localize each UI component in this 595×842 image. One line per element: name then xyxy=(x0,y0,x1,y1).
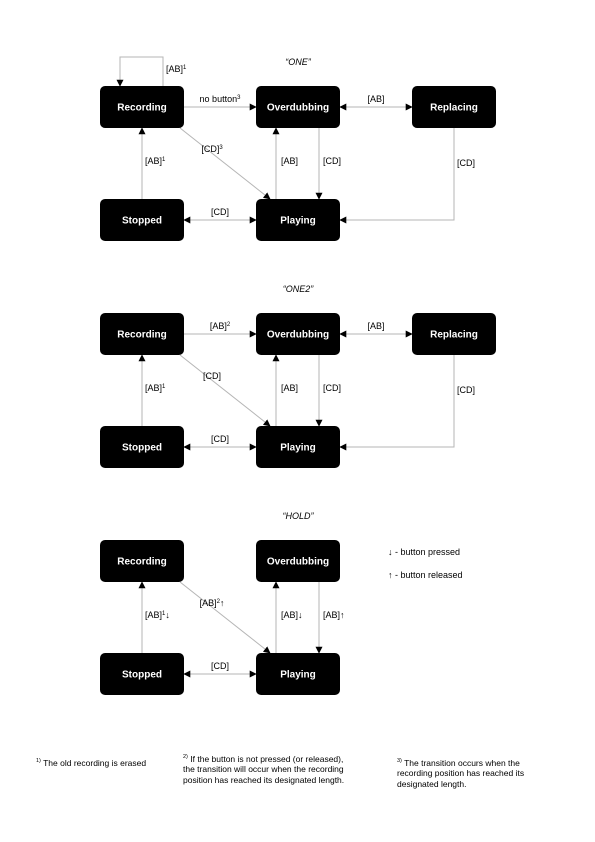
state-playing: Playing xyxy=(256,426,340,468)
state-label: Replacing xyxy=(430,103,478,114)
state-box xyxy=(100,199,184,241)
edge-replacing-to-playing xyxy=(339,355,455,451)
state-box xyxy=(256,313,340,355)
state-stopped: Stopped xyxy=(100,199,184,241)
state-label: Replacing xyxy=(430,330,478,341)
state-playing: Playing xyxy=(256,653,340,695)
edge-label-overdubbing-to-playing: [CD] xyxy=(323,156,341,166)
state-label: Stopped xyxy=(122,443,162,454)
state-label: Playing xyxy=(280,670,316,681)
state-box xyxy=(256,540,340,582)
state-label: Recording xyxy=(117,330,166,341)
legend-item: ↑ - button released xyxy=(388,570,463,580)
diagram-1: “ONE” no button3 [AB] [AB]1 [CD]3 [AB] [CD] [CD… xyxy=(100,56,496,241)
state-box xyxy=(256,199,340,241)
edge-label-playing-to-overdubbing: [AB] xyxy=(281,383,298,393)
state-label: Recording xyxy=(117,103,166,114)
state-overdubbing: Overdubbing xyxy=(256,313,340,355)
state-replacing: Replacing xyxy=(412,86,496,128)
diagram-title: “HOLD” xyxy=(283,511,315,521)
diagram-3: “HOLD” [AB]1↓ [AB]2↑ [AB]↓ [AB]↑ [CD] Recordin… xyxy=(100,511,463,695)
state-recording: Recording xyxy=(100,86,184,128)
state-recording: Recording xyxy=(100,313,184,355)
state-label: Overdubbing xyxy=(267,330,329,341)
footnote-3: 3) The transition occurs when the record… xyxy=(397,757,525,789)
footnote-1: 1) The old recording is erased xyxy=(36,757,147,768)
state-label: Playing xyxy=(280,443,316,454)
edge-label-stopped-playing: [CD] xyxy=(211,661,229,671)
state-overdubbing: Overdubbing xyxy=(256,86,340,128)
state-box xyxy=(100,313,184,355)
state-box xyxy=(100,86,184,128)
edge-label-recording-to-playing: [CD]3 xyxy=(201,144,223,154)
edge-label-stopped-to-recording: [AB]1 xyxy=(145,383,166,393)
edge-recording-to-playing xyxy=(179,354,271,427)
edge-label-stopped-to-recording: [AB]1 xyxy=(145,156,166,166)
edge-label-replacing-to-playing: [CD] xyxy=(457,385,475,395)
state-label: Playing xyxy=(280,216,316,227)
state-label: Recording xyxy=(117,557,166,568)
edge-replacing-to-playing xyxy=(339,128,455,224)
edge-label-stopped-playing: [CD] xyxy=(211,207,229,217)
edge-label-recording-to-overdubbing: [AB]2 xyxy=(210,321,231,331)
diagram-title: “ONE” xyxy=(285,57,312,67)
edge-label-overdubbing-replacing: [AB] xyxy=(367,321,384,331)
edge-recording-self-loop xyxy=(116,56,164,87)
state-label: Overdubbing xyxy=(267,557,329,568)
edge-label-replacing-to-playing: [CD] xyxy=(457,158,475,168)
edge-label-playing-to-overdubbing: [AB] xyxy=(281,156,298,166)
state-label: Overdubbing xyxy=(267,103,329,114)
state-box xyxy=(412,86,496,128)
state-playing: Playing xyxy=(256,199,340,241)
state-box xyxy=(256,86,340,128)
state-label: Stopped xyxy=(122,216,162,227)
edge-label-overdubbing-replacing: [AB] xyxy=(367,94,384,104)
edge-label-playing-to-overdubbing: [AB]↓ xyxy=(281,610,303,620)
edge-label-overdubbing-to-playing: [AB]↑ xyxy=(323,610,345,620)
edge-label-recording-self-loop: [AB]1 xyxy=(166,64,187,74)
edge-label-overdubbing-to-playing: [CD] xyxy=(323,383,341,393)
state-stopped: Stopped xyxy=(100,653,184,695)
state-box xyxy=(412,313,496,355)
state-overdubbing: Overdubbing xyxy=(256,540,340,582)
diagram-2: “ONE2” [AB]2 [AB] [AB]1 [CD] [AB] [CD] [CD] [CD]… xyxy=(100,284,496,468)
edge-recording-to-playing xyxy=(179,581,271,654)
edge-label-recording-to-playing: [CD] xyxy=(203,371,221,381)
edge-label-stopped-playing: [CD] xyxy=(211,434,229,444)
state-box xyxy=(100,426,184,468)
diagram-title: “ONE2” xyxy=(283,284,315,294)
state-box xyxy=(256,426,340,468)
footnote-2: 2) If the button is not pressed (or rele… xyxy=(183,753,345,785)
edge-label-recording-to-playing: [AB]2↑ xyxy=(200,598,225,608)
state-box xyxy=(100,653,184,695)
legend-item: ↓ - button pressed xyxy=(388,547,460,557)
edge-recording-to-playing xyxy=(179,127,271,200)
state-box xyxy=(256,653,340,695)
state-stopped: Stopped xyxy=(100,426,184,468)
state-replacing: Replacing xyxy=(412,313,496,355)
state-recording: Recording xyxy=(100,540,184,582)
state-box xyxy=(100,540,184,582)
edge-label-recording-to-overdubbing: no button3 xyxy=(200,94,242,104)
state-label: Stopped xyxy=(122,670,162,681)
edge-label-stopped-to-recording: [AB]1↓ xyxy=(145,610,170,620)
